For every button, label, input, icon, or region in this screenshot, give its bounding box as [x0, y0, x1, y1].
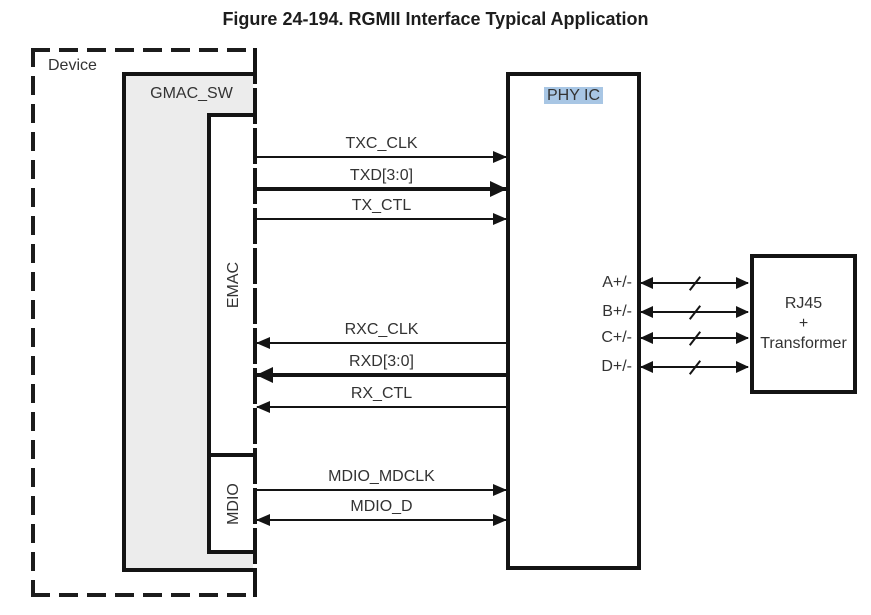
arrowhead-right-icon	[493, 514, 507, 526]
signal-txc-clk: TXC_CLK	[257, 130, 507, 163]
signal-line	[257, 489, 506, 491]
arrowhead-right-icon	[493, 151, 507, 163]
arrowhead-left-icon	[256, 337, 270, 349]
signal-label: MDIO_D	[350, 498, 413, 515]
media-pair-b: B+/-	[602, 297, 749, 327]
figure-title: Figure 24-194. RGMII Interface Typical A…	[222, 9, 649, 29]
emac-box: EMAC	[207, 113, 257, 457]
signal-tx-ctl: TX_CTL	[257, 192, 507, 225]
arrowhead-left-icon	[640, 332, 653, 344]
rj45-label-line1: RJ45	[784, 295, 823, 312]
arrowhead-left-icon	[640, 361, 653, 373]
emac-label: EMAC	[225, 261, 242, 309]
signal-rx-ctl: RX_CTL	[256, 380, 506, 413]
media-pair-label: A+/-	[602, 274, 632, 291]
arrowhead-right-icon	[736, 361, 749, 373]
arrowhead-left-icon	[640, 277, 653, 289]
arrowhead-right-icon	[490, 181, 507, 197]
media-pair-label: B+/-	[602, 303, 632, 320]
signal-label: TXD[3:0]	[349, 167, 414, 184]
signal-mdio-mdclk: MDIO_MDCLK	[257, 463, 507, 496]
media-pair-d: D+/-	[601, 352, 749, 382]
mdio-label: MDIO	[225, 482, 242, 525]
signal-line	[257, 373, 506, 377]
signal-line	[257, 156, 506, 158]
signal-label: TX_CTL	[351, 197, 412, 214]
device-border-top	[31, 48, 257, 52]
rj45-label-line2: +	[798, 315, 809, 332]
device-box: Device	[31, 48, 257, 597]
device-label: Device	[48, 57, 97, 74]
arrowhead-right-icon	[736, 306, 749, 318]
signal-mdio-d: MDIO_D	[256, 493, 507, 526]
arrowhead-right-icon	[736, 277, 749, 289]
arrowhead-right-icon	[736, 332, 749, 344]
signal-line	[257, 406, 506, 408]
arrowhead-left-icon	[256, 401, 270, 413]
signal-label: MDIO_MDCLK	[328, 468, 435, 485]
phy-label-row: PHY IC	[510, 87, 637, 105]
signal-label: RX_CTL	[350, 385, 413, 402]
signal-txd: TXD[3:0]	[257, 162, 507, 197]
arrowhead-right-icon	[493, 213, 507, 225]
arrowhead-left-icon	[256, 514, 270, 526]
phy-ic-box: PHY IC	[506, 72, 641, 570]
signal-line	[257, 342, 506, 344]
device-border-left	[31, 48, 35, 597]
rj45-transformer-box: RJ45 + Transformer	[750, 254, 857, 394]
device-border-right	[253, 48, 257, 597]
mdio-box: MDIO	[207, 457, 257, 554]
gmac-sw-label: GMAC_SW	[150, 85, 233, 102]
arrowhead-left-icon	[640, 306, 653, 318]
signal-label: RXD[3:0]	[349, 353, 414, 370]
signal-label: TXC_CLK	[345, 135, 418, 152]
device-border-bottom	[31, 593, 257, 597]
signal-line	[257, 218, 506, 220]
signal-label: RXC_CLK	[344, 321, 419, 338]
signal-line	[257, 187, 506, 191]
signal-rxc-clk: RXC_CLK	[256, 316, 506, 349]
media-pair-c: C+/-	[601, 323, 749, 353]
phy-ic-label: PHY IC	[543, 87, 604, 104]
rj45-label-line3: Transformer	[760, 335, 847, 352]
arrowhead-left-icon	[256, 367, 273, 383]
signal-rxd: RXD[3:0]	[256, 348, 506, 383]
media-pair-label: C+/-	[601, 329, 632, 346]
signal-line	[257, 519, 506, 521]
arrowhead-right-icon	[493, 484, 507, 496]
media-pair-label: D+/-	[601, 358, 632, 375]
media-pair-a: A+/-	[602, 268, 749, 298]
